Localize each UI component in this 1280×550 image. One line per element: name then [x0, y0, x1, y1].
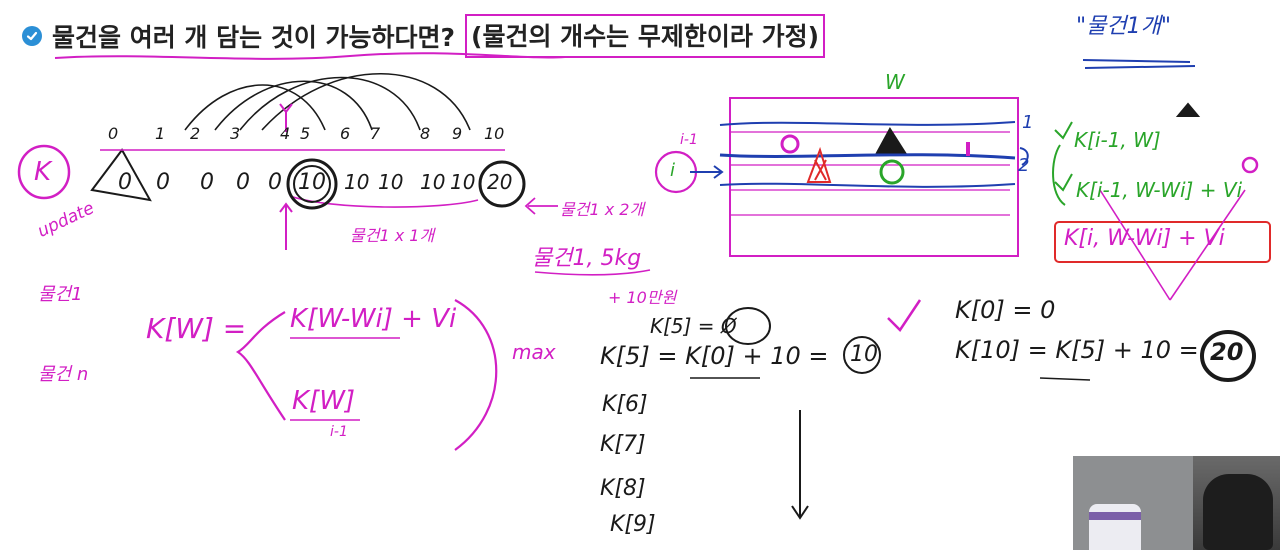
- value-7: 10: [378, 170, 404, 194]
- webcam-device-band: [1089, 512, 1141, 520]
- k10-equation: K[10] = K[5] + 10 =: [955, 336, 1199, 364]
- index-10: 10: [484, 124, 505, 143]
- item-1x1-label: 물건1 x 1개: [350, 226, 435, 245]
- index-2: 2: [190, 124, 201, 143]
- k8-label: K[8]: [600, 476, 646, 501]
- formula-bottom: K[W]: [292, 386, 356, 416]
- item1-label: 물건1: [38, 284, 83, 305]
- title-text: 물건을 여러 개 담는 것이 가능하다면?: [52, 23, 456, 52]
- index-9: 9: [452, 124, 463, 143]
- table-circle-label: i: [670, 160, 676, 181]
- k-symbol: K: [34, 157, 52, 187]
- value-10: 20: [487, 170, 513, 194]
- k7-label: K[7]: [600, 432, 646, 457]
- item-value-label: + 10만원: [608, 288, 677, 307]
- value-5: 10: [298, 170, 326, 195]
- webcam-device: [1089, 504, 1141, 550]
- item-weight-label: 물건1, 5kg: [532, 246, 642, 271]
- item-1x2-label: 물건1 x 2개: [560, 200, 645, 219]
- check-circle-icon: [22, 26, 42, 46]
- index-6: 6: [340, 124, 351, 143]
- table-right-1: 1: [1022, 112, 1034, 133]
- value-4: 0: [268, 170, 282, 195]
- value-1: 0: [156, 170, 170, 195]
- table-right-2: 2: [1018, 155, 1030, 176]
- value-8: 10: [420, 170, 446, 194]
- k9-label: K[9]: [610, 512, 656, 537]
- index-1: 1: [155, 124, 166, 143]
- webcam-chair: [1203, 474, 1273, 550]
- table-row-label: i-1: [680, 132, 698, 148]
- item-n-label: 물건 n: [38, 364, 89, 385]
- value-9: 10: [450, 170, 476, 194]
- value-6: 10: [344, 170, 370, 194]
- index-0: 0: [108, 124, 119, 143]
- index-7: 7: [370, 124, 381, 143]
- k5-equation: K[5] = K[0] + 10 =: [600, 342, 829, 370]
- formula-bottom-sub: i-1: [330, 424, 348, 440]
- k10-value: 20: [1210, 338, 1244, 366]
- note-one-item: "물건1개": [1076, 14, 1171, 39]
- table-w-label: W: [885, 70, 905, 94]
- value-3: 0: [236, 170, 250, 195]
- right-k3: K[i, W-Wi] + Vi: [1064, 226, 1225, 251]
- formula-max: max: [512, 340, 556, 364]
- right-k1: K[i-1, W]: [1074, 128, 1161, 152]
- webcam-overlay: [1073, 456, 1280, 550]
- title-boxed-text: (물건의 개수는 무제한이라 가정): [465, 14, 825, 58]
- formula-top: K[W-Wi] + Vi: [290, 304, 457, 334]
- right-k2: K[i-1, W-Wi] + Vi: [1076, 178, 1243, 202]
- slide-title: 물건을 여러 개 담는 것이 가능하다면? (물건의 개수는 무제한이라 가정): [22, 14, 825, 58]
- k0-equation: K[0] = 0: [955, 296, 1056, 324]
- value-0: 0: [118, 170, 132, 195]
- index-8: 8: [420, 124, 431, 143]
- k6-label: K[6]: [602, 392, 648, 417]
- formula-lhs: K[W] =: [146, 312, 247, 345]
- index-5: 5: [300, 124, 311, 143]
- index-4: 4: [280, 124, 291, 143]
- k5-zero: K[5] = Ø: [650, 314, 737, 338]
- k5-value: 10: [850, 342, 878, 367]
- index-3: 3: [230, 124, 241, 143]
- value-2: 0: [200, 170, 214, 195]
